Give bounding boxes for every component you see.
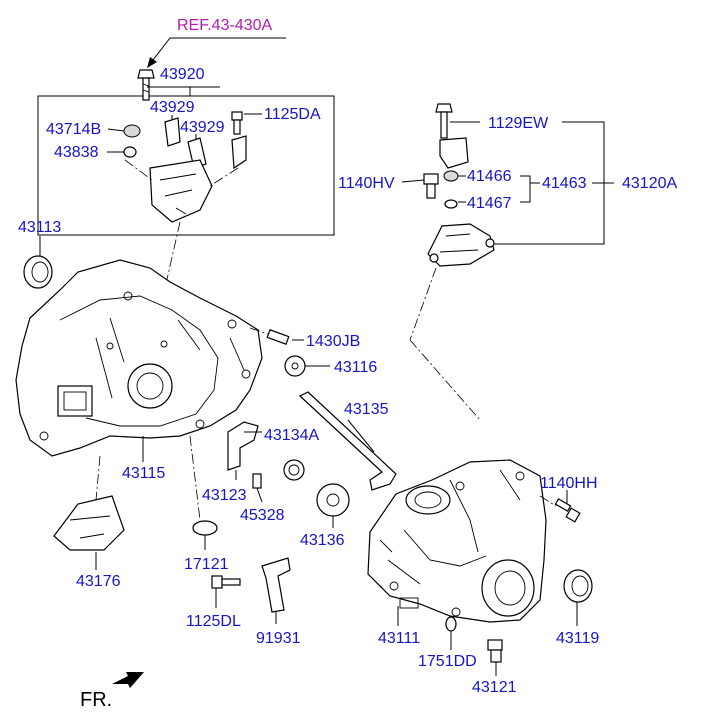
- part-label-41466[interactable]: 41466: [467, 168, 512, 185]
- part-label-43115[interactable]: 43115: [122, 465, 165, 482]
- shift-bracket-icon: [149, 159, 213, 223]
- part-label-43119[interactable]: 43119: [556, 630, 599, 647]
- part-label-43136[interactable]: 43136: [300, 532, 345, 549]
- part-label-17121[interactable]: 17121: [184, 556, 229, 573]
- seal-small-icon: [283, 459, 305, 481]
- part-label-43111[interactable]: 43111: [378, 630, 420, 647]
- part-label-43135[interactable]: 43135: [344, 401, 389, 418]
- bracket-43135-icon: [298, 391, 397, 491]
- part-label-41463[interactable]: 41463: [542, 175, 587, 192]
- front-direction-arrow-icon: [112, 672, 144, 688]
- oil-seal-43113-icon: [23, 255, 53, 289]
- part-label-45328[interactable]: 45328: [240, 507, 285, 524]
- transmission-case-43111-icon: [367, 459, 547, 623]
- leader-43714b: [107, 128, 125, 132]
- part-label-1430jb[interactable]: 1430JB: [306, 333, 360, 350]
- part-label-1129ew[interactable]: 1129EW: [488, 115, 549, 132]
- reference-callout: REF.43-430A: [147, 17, 286, 68]
- bracket-assembly-box: [37, 95, 335, 236]
- part-label-43929-a[interactable]: 43929: [150, 99, 195, 116]
- dowel-pin-1430jb-icon: [266, 329, 290, 345]
- reference-arrow-icon: [147, 57, 157, 68]
- part-label-43714b[interactable]: 43714B: [46, 121, 101, 138]
- part-label-1140hh[interactable]: 1140HH: [540, 475, 598, 492]
- bolt-1140hv-icon: [423, 173, 439, 199]
- washer-41466-icon: [443, 170, 459, 182]
- part-label-43121[interactable]: 43121: [472, 679, 517, 696]
- bolt-1125dl-icon: [211, 575, 241, 589]
- part-label-1125dl[interactable]: 1125DL: [186, 613, 241, 630]
- bracket-91931-icon: [261, 557, 291, 613]
- part-label-43113[interactable]: 43113: [18, 219, 61, 236]
- clip-43929-icon: [164, 117, 181, 147]
- washer-43714b-icon: [123, 124, 141, 138]
- part-label-1140hv[interactable]: 1140HV: [338, 175, 395, 192]
- bolt-43920-icon: [137, 69, 155, 101]
- leader-43135: [347, 419, 375, 453]
- cover-43134a-icon: [227, 421, 259, 471]
- oil-seal-43119-icon: [563, 569, 593, 603]
- bushing-43838-icon: [123, 146, 137, 158]
- bolt-1140hh-icon: [554, 498, 581, 523]
- part-label-43123[interactable]: 43123: [202, 487, 247, 504]
- leader-45328: [256, 487, 263, 503]
- plate-43176-icon: [53, 495, 125, 551]
- clutch-housing-43115-icon: [15, 259, 263, 457]
- bolt-1125da-icon: [231, 111, 247, 170]
- bracket-41463: [520, 175, 531, 203]
- leader-1140hv: [401, 179, 425, 183]
- reference-leader: [152, 37, 286, 61]
- seal-17121-icon: [192, 520, 218, 536]
- part-label-43134a[interactable]: 43134A: [264, 427, 319, 444]
- plug-43116-icon: [284, 355, 306, 377]
- bolt-45328-icon: [252, 473, 262, 489]
- part-label-43838[interactable]: 43838: [54, 144, 99, 161]
- part-label-91931[interactable]: 91931: [256, 630, 301, 647]
- part-label-1125da[interactable]: 1125DA: [264, 106, 321, 123]
- part-label-41467[interactable]: 41467: [467, 195, 512, 212]
- part-label-43929-b[interactable]: 43929: [180, 119, 225, 136]
- washer-41467-icon: [444, 199, 458, 209]
- gasket-1751dd-icon: [445, 616, 457, 632]
- part-label-1751dd[interactable]: 1751DD: [418, 653, 477, 670]
- part-label-43120a[interactable]: 43120A: [622, 175, 677, 192]
- part-label-43116[interactable]: 43116: [334, 359, 377, 376]
- reference-label[interactable]: REF.43-430A: [177, 17, 272, 34]
- front-direction-label: FR.: [80, 689, 112, 711]
- cover-disc-43136-icon: [316, 483, 350, 517]
- bolt-1129ew-icon: [435, 103, 453, 139]
- drain-plug-43121-icon: [487, 639, 503, 663]
- part-label-43920[interactable]: 43920: [160, 66, 205, 83]
- mount-bracket-icon: [439, 137, 469, 169]
- part-label-43176[interactable]: 43176: [76, 573, 121, 590]
